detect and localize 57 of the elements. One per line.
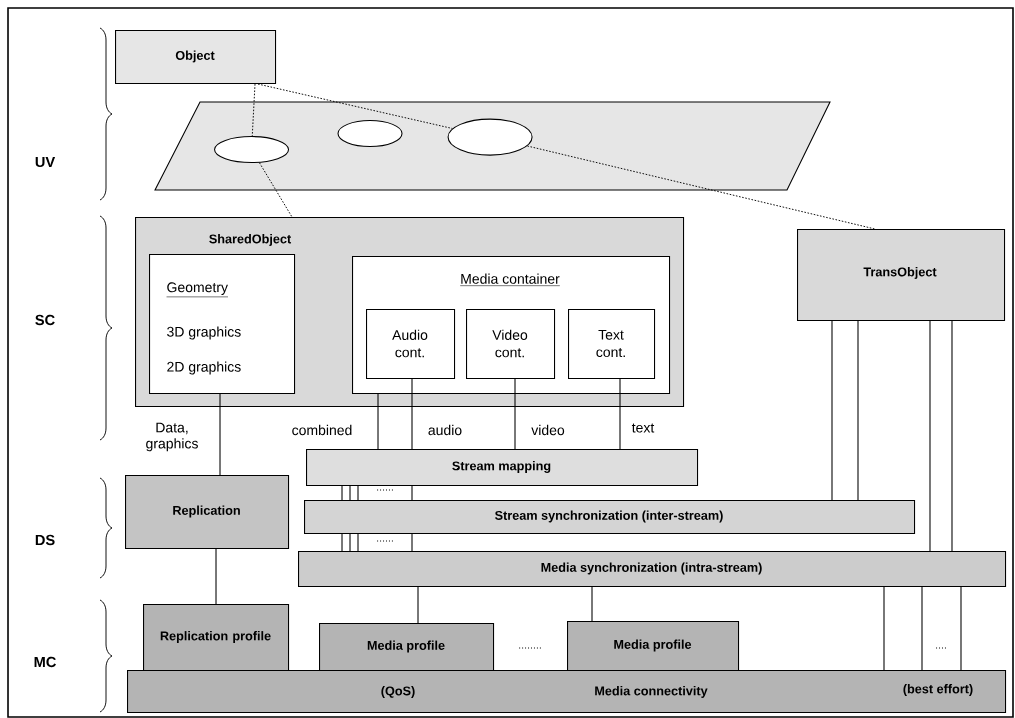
layer-label: SC xyxy=(35,314,55,326)
module-box: Replication xyxy=(125,475,290,550)
component-box: Video cont. xyxy=(466,309,556,380)
layer-bar: Media synchronization (intra-stream) xyxy=(298,551,1007,588)
connector-line xyxy=(619,378,621,450)
profile-box: Media profile xyxy=(319,623,495,672)
connector-line xyxy=(951,320,953,552)
connector-line xyxy=(259,162,293,218)
ellipse xyxy=(214,136,290,164)
object-box: TransObject xyxy=(797,229,1006,322)
connector-line xyxy=(251,83,256,137)
connector-line xyxy=(219,393,221,476)
ellipsis-dots: .... xyxy=(936,647,946,649)
ellipsis-dots: ...... xyxy=(377,540,393,542)
connector-line xyxy=(215,548,217,605)
layer-bar: Stream mapping xyxy=(306,449,699,487)
connector-line xyxy=(377,393,379,450)
connector-line xyxy=(411,378,413,450)
layer-bar: Stream synchronization (inter-stream) xyxy=(304,500,916,535)
ellipse xyxy=(447,118,533,156)
connector-line xyxy=(921,586,923,671)
connector-line xyxy=(411,533,413,552)
edge-label: video xyxy=(531,424,565,436)
connector-line xyxy=(349,533,351,552)
connector-line xyxy=(257,83,453,129)
layer-label: MC xyxy=(34,656,56,668)
edge-label: text xyxy=(631,423,655,433)
component-box: Geometry 3D graphics 2D graphics xyxy=(149,254,296,395)
connector-line xyxy=(357,485,359,501)
ellipsis-dots: ........ xyxy=(519,647,541,649)
connector-line xyxy=(411,485,413,501)
profile-box: Replication profile xyxy=(143,604,290,672)
connector-line xyxy=(341,485,343,501)
ellipse xyxy=(337,120,403,148)
plane xyxy=(154,101,831,191)
connector-line xyxy=(357,533,359,552)
connector-line xyxy=(591,586,593,622)
connector-line xyxy=(883,586,885,671)
edge-label: audio xyxy=(428,424,462,436)
connector-line xyxy=(514,378,516,450)
edge-label: Data, graphics xyxy=(146,422,198,452)
connector-line xyxy=(526,145,876,230)
connector-line xyxy=(349,485,351,501)
object-box: Object xyxy=(115,30,277,85)
layer-label: DS xyxy=(35,534,55,546)
connector-line xyxy=(831,320,833,501)
connector-line xyxy=(929,320,931,552)
component-box: Text cont. xyxy=(568,309,656,380)
connector-line xyxy=(417,586,419,624)
ellipsis-dots: ...... xyxy=(377,489,393,491)
connector-line xyxy=(960,586,962,671)
connector-line xyxy=(341,533,343,552)
connector-line xyxy=(857,320,859,501)
profile-box: Media profile xyxy=(567,621,740,672)
layer-label: UV xyxy=(35,156,56,168)
component-box: Audio cont. xyxy=(366,309,456,380)
edge-label: combined xyxy=(292,424,352,436)
